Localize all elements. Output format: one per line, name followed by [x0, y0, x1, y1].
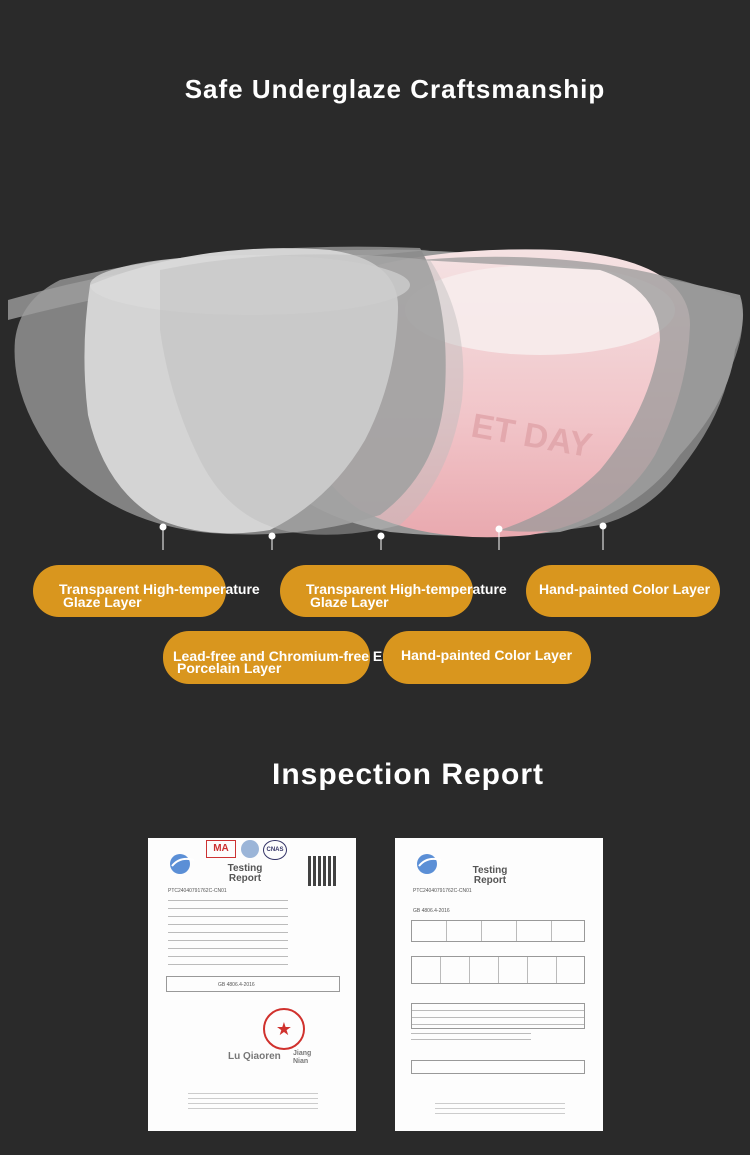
report-standard: GB 4806.4-2016 — [218, 982, 255, 988]
bowl-layer-glaze-mid — [160, 254, 464, 535]
report-result-table — [166, 976, 340, 992]
page-title-craftsmanship: Safe Underglaze Craftsmanship — [184, 74, 606, 104]
signature-lu-qiaoren: Lu Qiaoren — [228, 1051, 281, 1062]
testing-logo-icon — [417, 854, 442, 874]
layer-label-line1: Hand-painted Color Layer — [401, 647, 573, 663]
ma-mark-icon: MA — [206, 840, 236, 858]
layer-label-porcelain: Lead-free and Chromium-free Environmenta… — [163, 631, 536, 684]
report-number: PTC24040791762C-CN01 — [413, 888, 472, 894]
report-heading-2: Report — [228, 873, 262, 884]
page-title-inspection: Inspection Report — [271, 758, 544, 791]
report-footer-lines — [435, 1103, 565, 1118]
report-table-4 — [411, 1060, 585, 1074]
report-table-1 — [411, 920, 585, 942]
qr-code-icon — [308, 856, 338, 886]
layer-label-glaze-2: Transparent High-temperature Glaze Layer — [280, 565, 507, 617]
signature-jiang: Jiang — [293, 1050, 312, 1057]
report-table-2 — [411, 956, 585, 984]
layer-label-line1: Transparent High-temperature — [306, 581, 507, 597]
testing-logo-icon — [170, 854, 195, 874]
cnas-mark-icon: CNAS — [263, 840, 287, 860]
report-number: PTC24040791762C-CN01 — [168, 888, 227, 894]
layer-label-line2: Glaze Layer — [63, 594, 142, 610]
report-footer-lines — [188, 1093, 318, 1113]
report-heading-2: Report — [473, 875, 507, 886]
layer-label-line2: Glaze Layer — [310, 594, 389, 610]
bowl-layer-porcelain — [84, 248, 399, 534]
layer-label-line2: Porcelain Layer — [177, 660, 282, 676]
report-standard: GB 4806.4-2016 — [413, 908, 450, 914]
report-table-3 — [411, 1003, 585, 1029]
bowl-layers-illustration: ET DAY — [8, 246, 744, 550]
layer-label-color-2: Hand-painted Color Layer — [383, 631, 591, 684]
signature-nian: Nian — [293, 1058, 309, 1065]
layer-label-line1: Hand-painted Color Layer — [539, 581, 711, 597]
layer-label-glaze-1: Transparent High-temperature Glaze Layer — [33, 565, 260, 617]
layer-label-line1: Transparent High-temperature — [59, 581, 260, 597]
inspection-report-page-1: Testing Report MA CNAS PTC24040791762C-C… — [148, 838, 356, 1131]
ilac-mark-icon — [241, 840, 259, 858]
report-notes — [411, 1033, 531, 1045]
bowl-layer-outer-right-rim — [420, 256, 743, 532]
inspection-report-page-2: Testing Report PTC24040791762C-CN01 GB 4… — [395, 838, 603, 1131]
official-stamp-icon: ★ — [263, 1008, 305, 1050]
report-heading: Testing — [472, 865, 508, 876]
report-body-lines — [168, 900, 288, 970]
layer-label-color-1: Hand-painted Color Layer — [526, 565, 720, 617]
report-heading: Testing — [227, 863, 263, 874]
